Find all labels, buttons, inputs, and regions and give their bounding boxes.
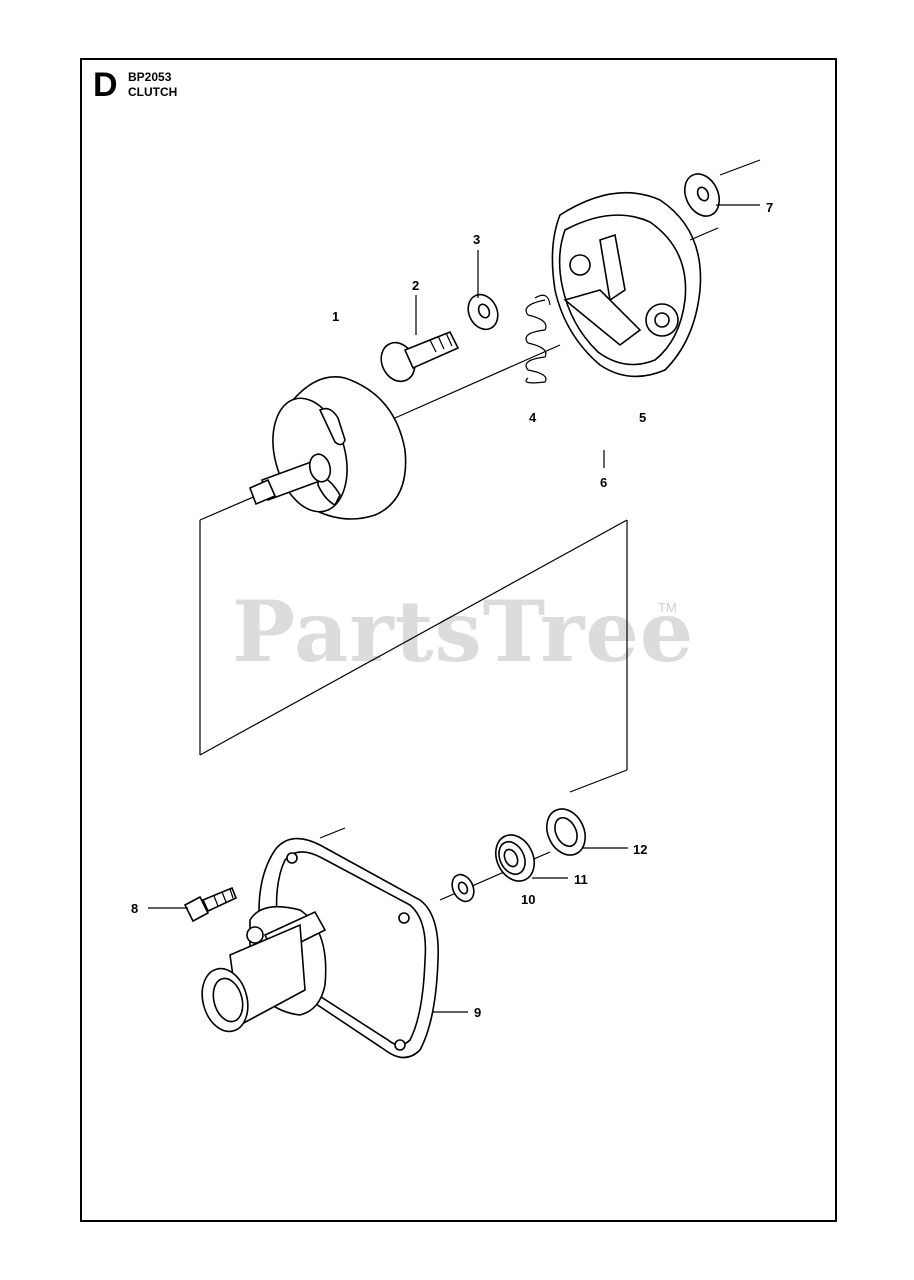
watermark: PartsTree bbox=[232, 582, 695, 681]
callout-4: 4 bbox=[529, 410, 537, 425]
callout-5: 5 bbox=[639, 410, 646, 425]
part-12-circlip[interactable] bbox=[540, 803, 593, 862]
part-5-clutch-shoe[interactable] bbox=[551, 191, 719, 378]
part-6-clutch-drum[interactable] bbox=[248, 376, 407, 520]
callout-3: 3 bbox=[473, 232, 480, 247]
watermark-trademark: TM bbox=[658, 600, 677, 615]
assembly-line-diagonal bbox=[199, 519, 628, 756]
callout-1: 1 bbox=[332, 309, 339, 324]
callout-7: 7 bbox=[766, 200, 773, 215]
part-7-washer[interactable] bbox=[678, 168, 726, 221]
part-2-bolt[interactable] bbox=[375, 330, 460, 387]
callout-8: 8 bbox=[131, 901, 138, 916]
part-9-housing[interactable] bbox=[195, 837, 439, 1059]
callout-11: 11 bbox=[574, 872, 588, 887]
part-10-washer[interactable] bbox=[448, 871, 478, 905]
shaft-line-housing bbox=[319, 827, 346, 839]
part-11-bearing[interactable] bbox=[489, 829, 542, 888]
shaft-line-mid bbox=[394, 344, 561, 419]
assembly-line-bottom bbox=[569, 769, 628, 793]
part-3-washer[interactable] bbox=[463, 290, 504, 334]
callout-9: 9 bbox=[474, 1005, 481, 1020]
part-8-screw[interactable] bbox=[183, 886, 238, 923]
diagram-title: CLUTCH bbox=[128, 85, 178, 99]
section-letter: D bbox=[93, 66, 118, 104]
callout-2: 2 bbox=[412, 278, 419, 293]
model-number: BP2053 bbox=[128, 70, 172, 84]
part-4-spring[interactable] bbox=[525, 294, 551, 384]
callout-6: 6 bbox=[600, 475, 607, 490]
diagram-frame bbox=[80, 58, 837, 1222]
callout-12: 12 bbox=[633, 842, 647, 857]
shaft-line-top bbox=[719, 159, 761, 176]
callout-10: 10 bbox=[521, 892, 535, 907]
